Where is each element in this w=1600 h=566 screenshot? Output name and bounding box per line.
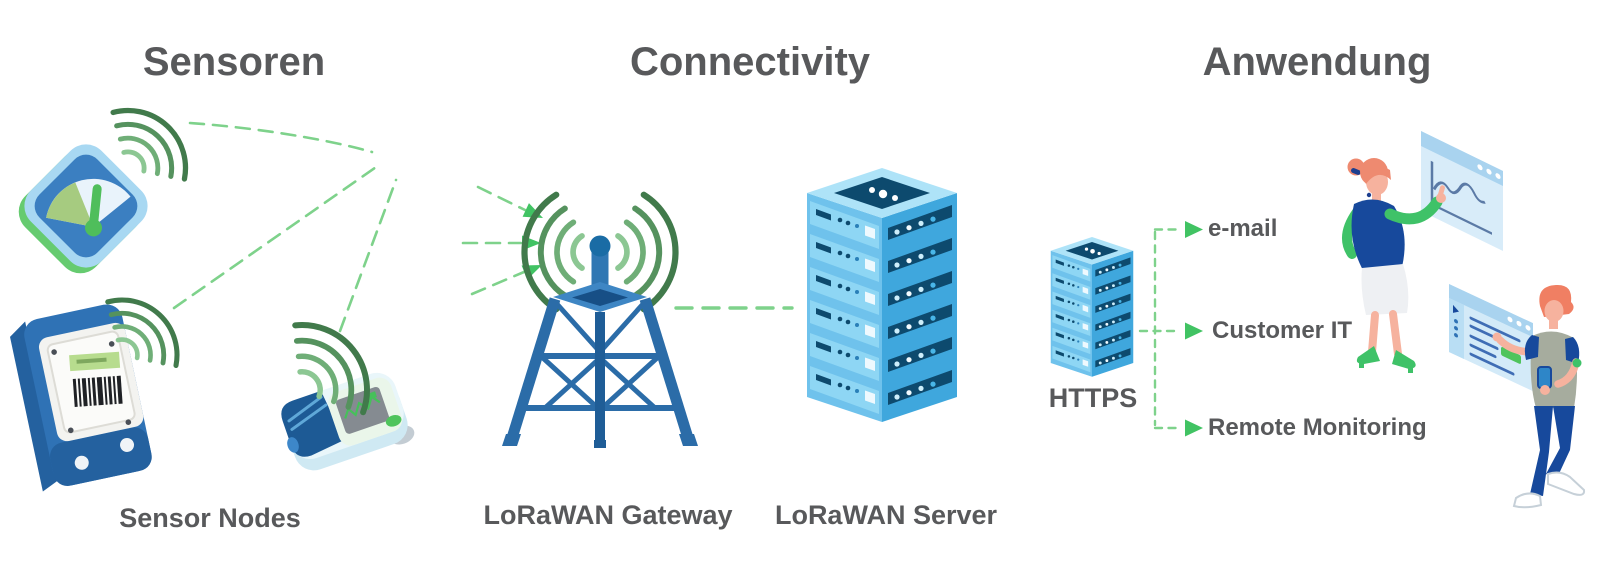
label-sensor-nodes: Sensor Nodes <box>119 503 301 533</box>
label-output-customer-it: Customer IT <box>1212 317 1353 344</box>
section-header-connectivity: Connectivity <box>629 40 871 84</box>
https-server-icon <box>1051 237 1134 377</box>
label-output-remote-monitoring: Remote Monitoring <box>1208 414 1427 441</box>
lorawan-gateway-icon <box>502 195 698 448</box>
uplink-line-meter <box>172 163 381 310</box>
arrowhead-icon <box>1185 419 1203 437</box>
https-branch-lines <box>1138 221 1203 437</box>
gateway-arrow-line-bottom <box>470 270 526 296</box>
label-https: HTTPS <box>1048 383 1138 413</box>
uplink-line-handheld <box>338 178 398 333</box>
chart-window-icon <box>1421 131 1503 251</box>
barcode <box>72 375 123 407</box>
label-lorawan-gateway: LoRaWAN Gateway <box>483 500 733 530</box>
label-output-email: e-mail <box>1208 215 1278 242</box>
meter-sensor-icon <box>10 283 194 492</box>
uplink-dashed-lines <box>172 121 794 333</box>
arrowhead-icon <box>1185 221 1203 238</box>
handheld-sensor-icon <box>274 307 415 471</box>
arrowhead-icon <box>1185 322 1203 340</box>
uplink-line-gauge <box>188 121 374 154</box>
gauge-sensor-icon <box>18 93 203 274</box>
gateway-arrow-line-top <box>476 185 527 212</box>
gauge-dial <box>46 178 131 237</box>
label-lorawan-server: LoRaWAN Server <box>774 500 998 530</box>
section-header-sensors: Sensoren <box>142 40 326 84</box>
woman-illustration <box>1342 158 1446 373</box>
man-illustration <box>1492 284 1586 509</box>
section-header-application: Anwendung <box>1202 40 1432 84</box>
list-window-icon <box>1449 284 1533 392</box>
